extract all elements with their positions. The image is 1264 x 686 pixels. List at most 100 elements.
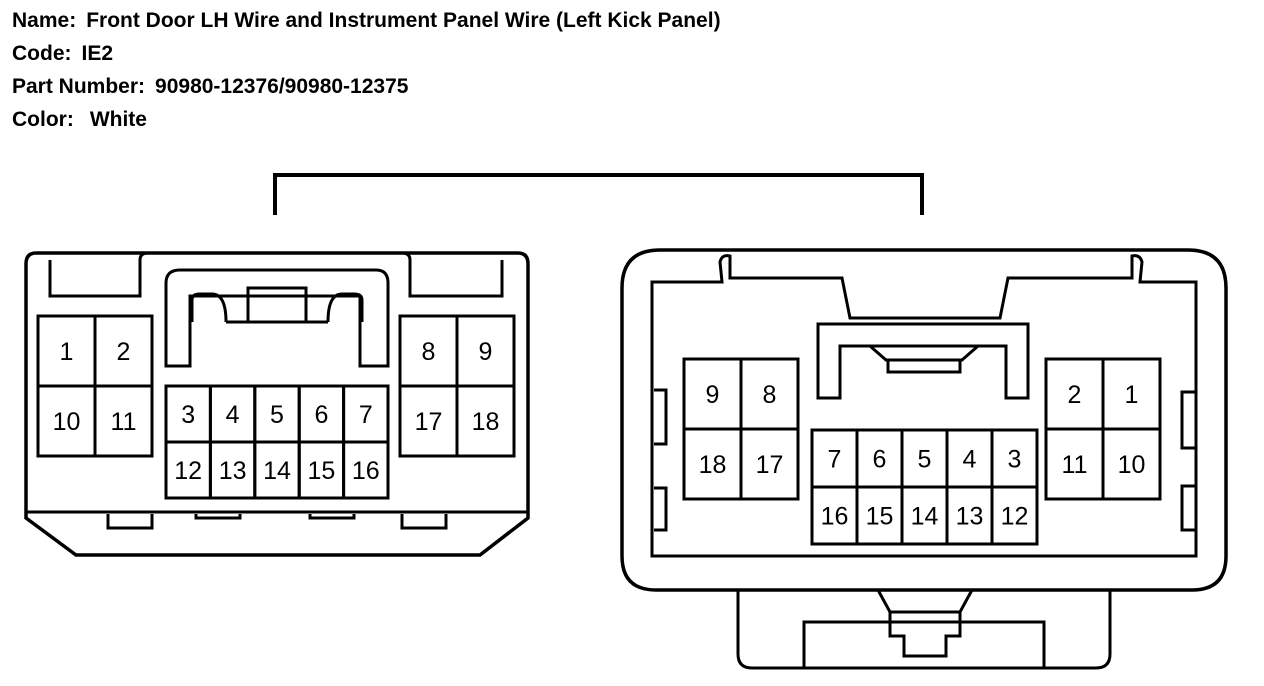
left-connector	[24, 251, 530, 557]
part-number-value: 90980-12376/90980-12375	[155, 75, 409, 98]
connector-right-pin-number: 3	[1008, 446, 1022, 474]
code-value: IE2	[81, 42, 114, 65]
connector-left-pin-11: 11	[93, 384, 154, 458]
connector-left-pin-number: 8	[422, 338, 436, 366]
code-row: Code: IE2	[12, 37, 721, 70]
connector-left-pin-number: 1	[60, 338, 74, 366]
connector-right-pin-number: 12	[1001, 503, 1029, 531]
connector-right-pin-13: 13	[945, 485, 994, 546]
color-label: Color:	[12, 108, 74, 131]
connector-right-pin-4: 4	[945, 428, 994, 489]
connector-right-pin-number: 15	[866, 503, 894, 531]
code-label: Code:	[12, 42, 72, 65]
connector-right-pin-number: 2	[1068, 381, 1082, 409]
name-value: Front Door LH Wire and Instrument Panel …	[86, 9, 721, 32]
connector-left-pin-number: 13	[219, 457, 247, 485]
connector-right-pin-number: 9	[706, 381, 720, 409]
connector-right-pin-9: 9	[682, 357, 743, 431]
connector-left-pin-10: 10	[36, 384, 97, 458]
connector-left-pin-number: 14	[263, 457, 291, 485]
connector-right-pin-16: 16	[810, 485, 859, 546]
connector-right-pin-12: 12	[990, 485, 1039, 546]
left-connector-housing	[24, 251, 530, 557]
connector-left-pin-15: 15	[297, 440, 346, 500]
connector-right-pin-number: 7	[828, 446, 842, 474]
left-connector-bottom-tabs	[106, 514, 448, 530]
connector-left-pin-number: 16	[352, 457, 380, 485]
connector-right-pin-8: 8	[739, 357, 800, 431]
left-connector-inner-outline	[48, 251, 504, 298]
connector-right-pin-cell	[739, 427, 800, 501]
connector-right-pin-10: 10	[1101, 427, 1162, 501]
color-row: Color: White	[12, 103, 721, 136]
connector-right-pin-number: 6	[873, 446, 887, 474]
connector-left-pin-9: 9	[455, 314, 516, 388]
connector-right-pin-number: 5	[918, 446, 932, 474]
connector-left-pin-4: 4	[208, 384, 257, 444]
connector-left-pin-number: 5	[270, 401, 284, 429]
connector-left-pin-12: 12	[164, 440, 212, 500]
connector-left-pin-number: 7	[359, 401, 373, 429]
connector-left-pin-1: 1	[36, 314, 97, 388]
connector-right-pin-cell	[1101, 427, 1162, 501]
connector-right-pin-number: 14	[911, 503, 939, 531]
connector-left-pin-2: 2	[93, 314, 154, 388]
connector-right-pin-number: 1	[1125, 381, 1139, 409]
connector-right-pin-14: 14	[900, 485, 949, 546]
connector-right-pin-number: 17	[756, 451, 784, 479]
connector-left-pin-number: 6	[314, 401, 328, 429]
connector-right-pin-18: 18	[682, 427, 743, 501]
connector-right-pin-cell	[990, 485, 1039, 546]
connector-left-pin-14: 14	[253, 440, 301, 500]
connector-left-pin-number: 10	[53, 408, 81, 436]
connector-right-pin-number: 16	[821, 503, 849, 531]
connector-right-pin-number: 4	[963, 446, 977, 474]
right-connector-side-bumps	[654, 388, 1196, 532]
color-value: White	[89, 108, 147, 131]
part-number-row: Part Number: 90980-12376/90980-12375	[12, 70, 721, 103]
connector-right-pin-6: 6	[855, 428, 904, 489]
connector-right-pin-17: 17	[739, 427, 800, 501]
connector-left-pin-number: 4	[226, 401, 240, 429]
connector-left-pin-cell	[93, 384, 154, 458]
right-connector-bottom-lock	[736, 589, 1112, 670]
connector-right-pin-3: 3	[990, 428, 1039, 489]
connector-right-pin-1: 1	[1101, 357, 1162, 431]
connector-left-pin-13: 13	[208, 440, 257, 500]
connector-left-pin-8: 8	[398, 314, 459, 388]
connector-left-pin-5: 5	[253, 384, 301, 444]
connector-left-pin-number: 12	[174, 457, 202, 485]
connector-right-pin-number: 8	[763, 381, 777, 409]
connector-left-pin-18: 18	[455, 384, 516, 458]
left-connector-latch-detail	[190, 286, 364, 324]
connector-info: Name:Front Door LH Wire and Instrument P…	[12, 4, 721, 136]
connector-left-pin-number: 17	[415, 408, 443, 436]
part-number-label: Part Number:	[12, 75, 146, 98]
connector-left-pin-cell	[342, 440, 390, 500]
pairing-bracket	[273, 173, 924, 215]
connector-left-pin-number: 2	[117, 338, 131, 366]
connector-right-pin-number: 10	[1118, 451, 1146, 479]
connector-right-pin-number: 18	[699, 451, 727, 479]
connector-left-pin-number: 15	[307, 457, 335, 485]
connector-right-pin-number: 13	[956, 503, 984, 531]
connector-left-pin-number: 3	[181, 401, 195, 429]
connector-left-pin-number: 11	[111, 408, 137, 436]
left-connector-latch	[164, 268, 390, 368]
right-connector-latch	[816, 322, 1030, 400]
name-row: Name:Front Door LH Wire and Instrument P…	[12, 4, 721, 37]
right-connector	[620, 248, 1228, 670]
connector-right-pin-2: 2	[1044, 357, 1105, 431]
right-connector-inner-outline	[650, 254, 1198, 558]
connector-left-pin-number: 9	[479, 338, 493, 366]
connector-right-pin-number: 11	[1062, 451, 1088, 479]
connector-right-pin-15: 15	[855, 485, 904, 546]
connector-left-pin-7: 7	[342, 384, 390, 444]
right-connector-housing	[620, 248, 1228, 592]
connector-left-pin-6: 6	[297, 384, 346, 444]
connector-right-pin-11: 11	[1044, 427, 1105, 501]
connector-left-pin-17: 17	[398, 384, 459, 458]
connector-left-pin-3: 3	[164, 384, 212, 444]
